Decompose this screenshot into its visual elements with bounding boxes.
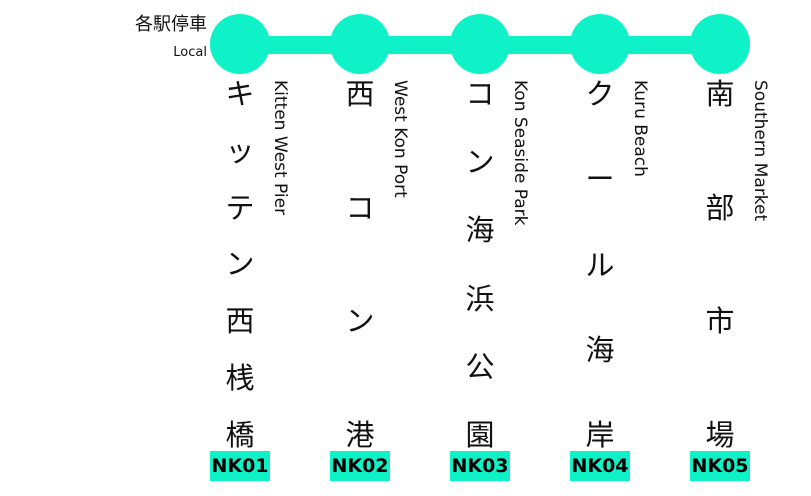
- service-name-en: Local: [173, 45, 207, 60]
- station-name-en: Kon Seaside Park: [510, 80, 530, 226]
- station-name-ja: 南部市場: [705, 77, 735, 452]
- station-node: [330, 14, 390, 74]
- station-code-badge: NK04: [570, 451, 630, 481]
- station-code-badge: NK01: [210, 451, 270, 481]
- station-code-badge: NK05: [690, 451, 750, 481]
- station-name-en: Kitten West Pier: [270, 80, 290, 216]
- station-name-ja: クール海岸: [585, 77, 615, 452]
- station-node: [210, 14, 270, 74]
- service-name-ja: 各駅停車: [135, 14, 207, 35]
- station-node: [450, 14, 510, 74]
- station-name-en: Kuru Beach: [630, 80, 650, 177]
- station-node: [570, 14, 630, 74]
- station-node: [690, 14, 750, 74]
- service-label: 各駅停車 Local: [135, 14, 207, 60]
- station-name-ja: キッテン西桟橋: [225, 77, 255, 452]
- station-name-en: Southern Market: [750, 80, 770, 222]
- station-name-en: West Kon Port: [390, 80, 410, 198]
- station-code-badge: NK02: [330, 451, 390, 481]
- station-name-ja: 西コン港: [345, 77, 375, 452]
- station-name-ja: コン海浜公園: [465, 77, 495, 452]
- station-code-badge: NK03: [450, 451, 510, 481]
